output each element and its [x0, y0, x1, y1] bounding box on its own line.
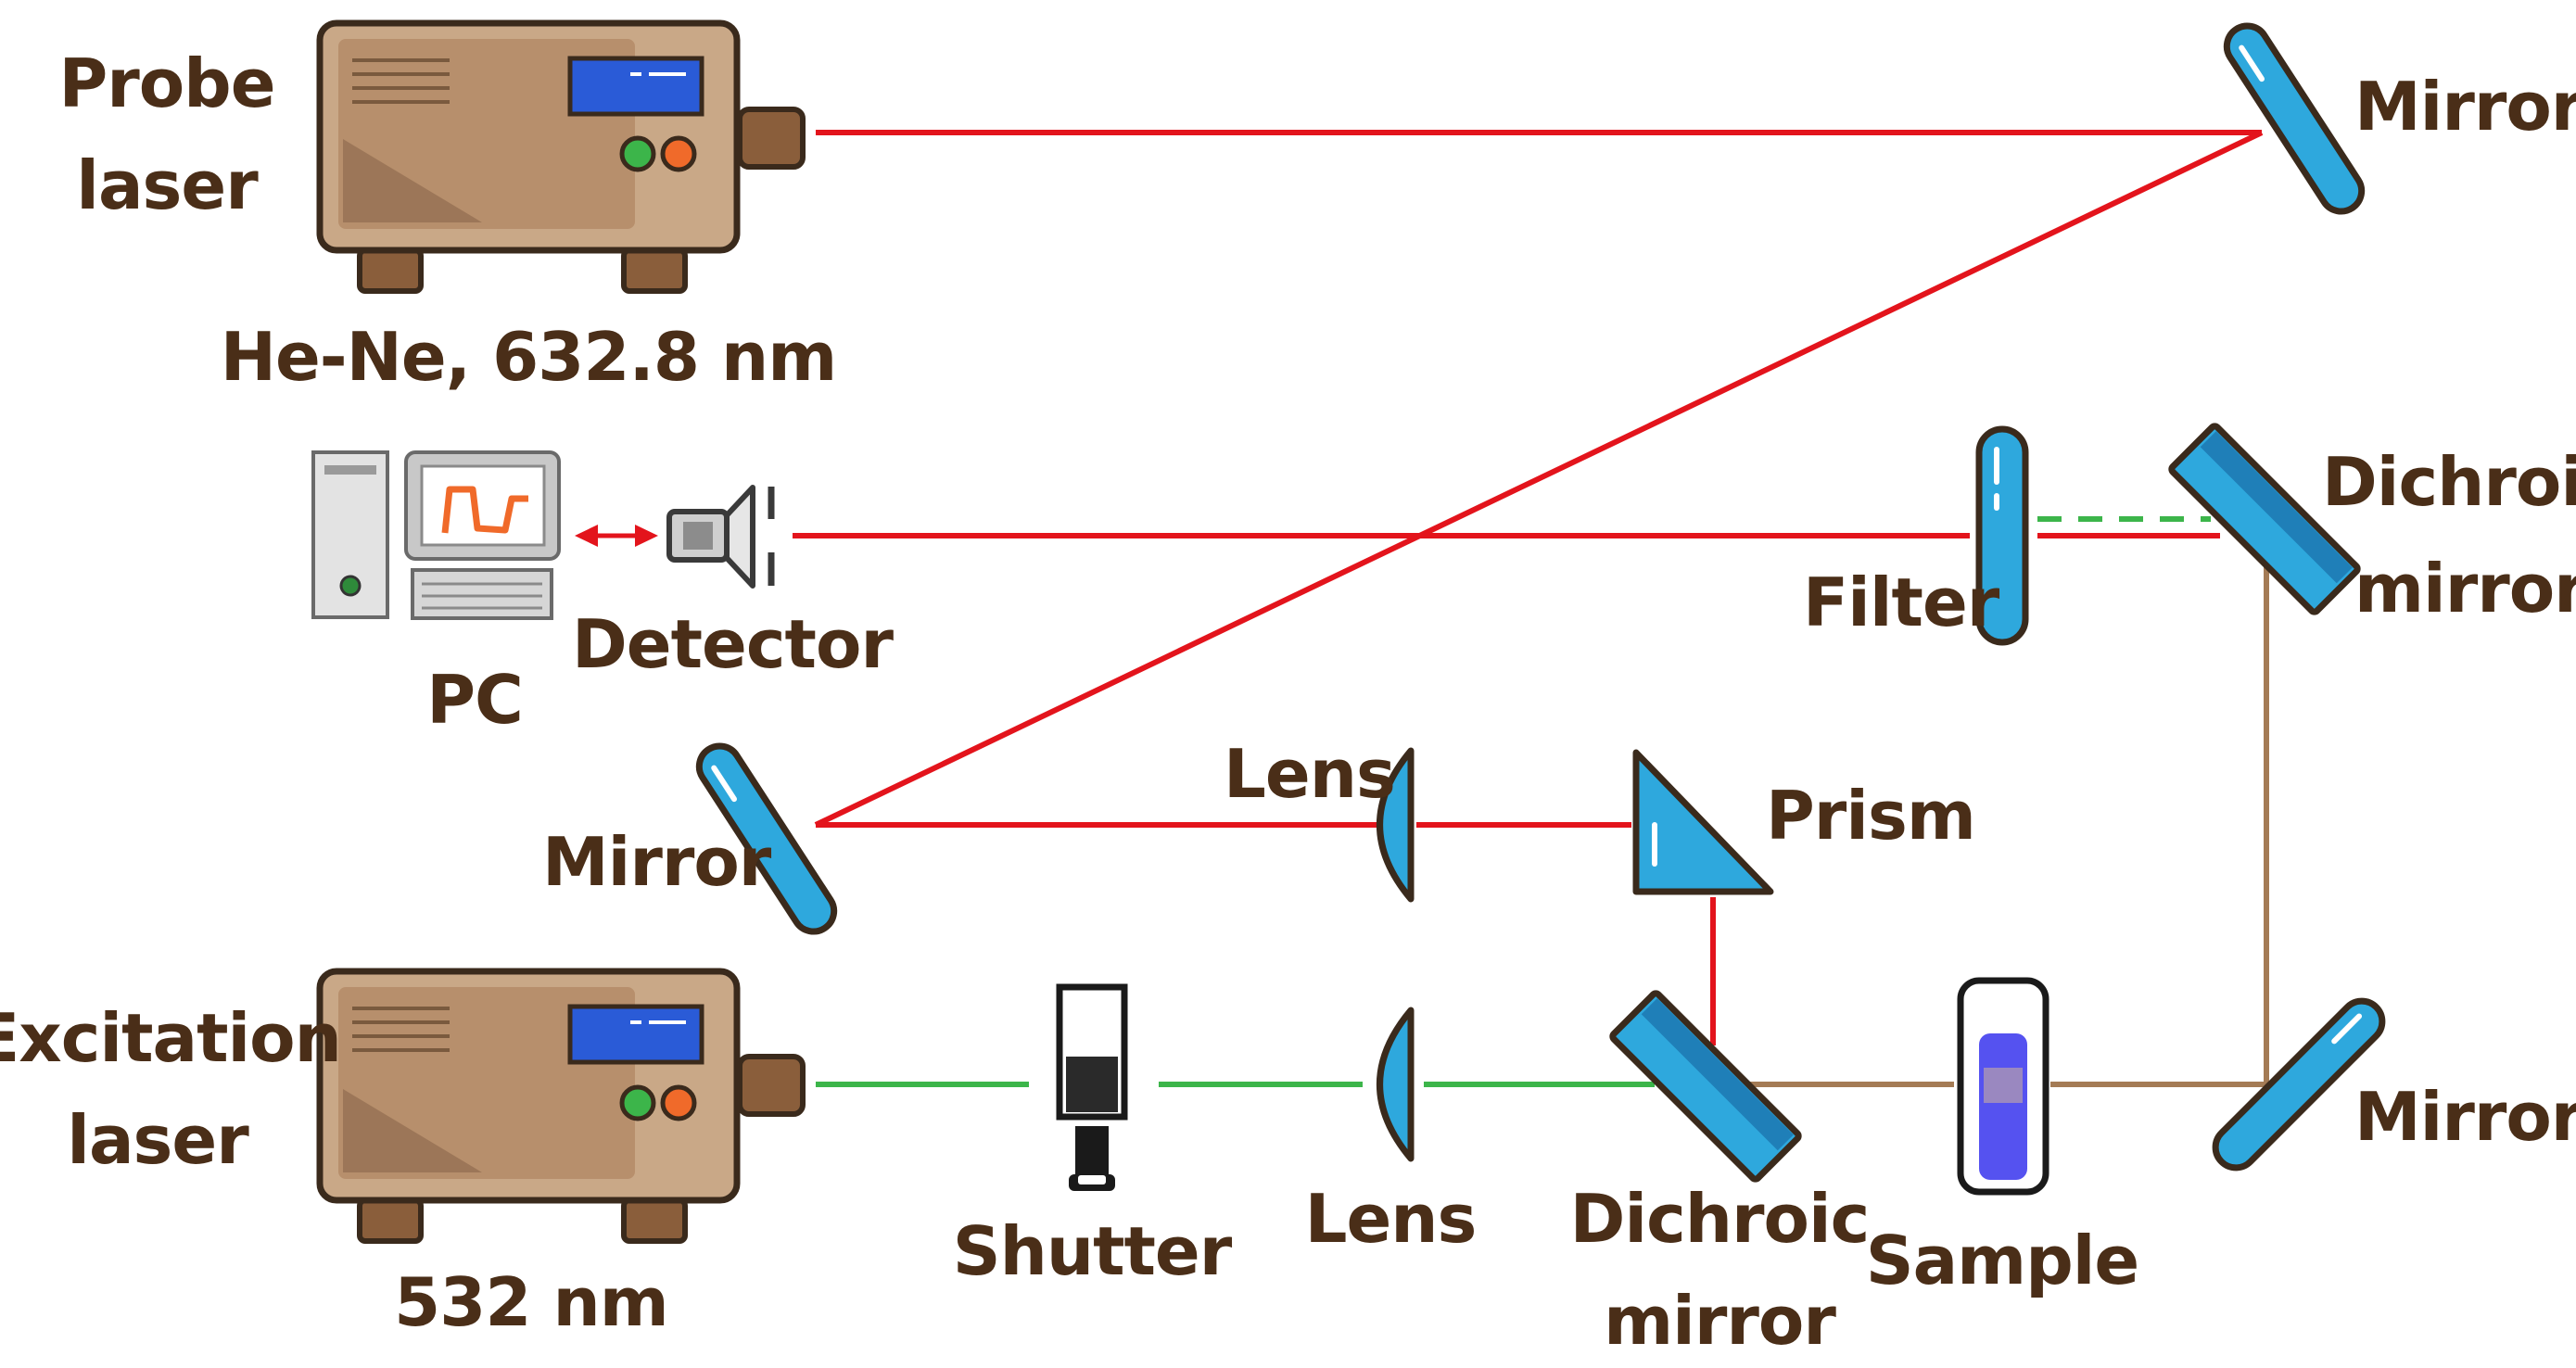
probe-laser-label-line2: laser	[76, 146, 259, 224]
probe-laser-label-line1: Probe	[58, 44, 274, 122]
shutter-label: Shutter	[953, 1212, 1233, 1290]
bottom-right-mirror-label: Mirror	[2354, 1078, 2576, 1156]
left-mirror-label: Mirror	[542, 823, 772, 901]
filter-label: Filter	[1803, 564, 2000, 641]
top-dichroic-label-line1: Dichroic	[2322, 443, 2576, 521]
cuvette-icon	[1957, 977, 2049, 1196]
beam-paths	[575, 130, 2269, 1087]
bottom-dichroic-label-line1: Dichroic	[1570, 1180, 1870, 1258]
arrowhead-left	[575, 525, 598, 547]
top-mirror	[2223, 22, 2366, 215]
arrowhead-right	[635, 525, 658, 547]
sample-label: Sample	[1866, 1222, 2139, 1299]
excitation-laser-label-line2: laser	[67, 1101, 249, 1179]
probe-laser-icon	[316, 19, 806, 294]
probe-laser-spec: He-Ne, 632.8 nm	[221, 318, 837, 396]
top-dichroic-mirror	[2168, 423, 2361, 615]
detector-label: Detector	[572, 605, 894, 683]
top-mirror-label: Mirror	[2354, 68, 2576, 146]
prism	[1632, 749, 1774, 895]
bottom-dichroic-mirror	[1609, 990, 1802, 1183]
bottom-dichroic-label-line2: mirror	[1604, 1282, 1836, 1360]
left-mirror	[695, 742, 838, 935]
pc-label: PC	[426, 661, 523, 739]
excitation-laser-spec: 532 nm	[394, 1263, 668, 1341]
bottom-lens	[1371, 1007, 1415, 1162]
probe-beam-diagonal	[814, 130, 2264, 828]
excitation-laser-icon	[316, 968, 806, 1244]
top-lens-label: Lens	[1224, 735, 1395, 813]
excitation-laser-label-line1: Excitation	[0, 999, 341, 1077]
photodetector-icon	[666, 485, 775, 589]
bottom-right-mirror	[2212, 997, 2386, 1172]
bottom-lens-label: Lens	[1305, 1180, 1477, 1258]
prism-label: Prism	[1766, 777, 1975, 855]
top-dichroic-label-line2: mirror	[2354, 550, 2576, 627]
desktop-computer-icon	[311, 450, 561, 620]
top-lens	[1371, 747, 1415, 903]
filter	[1975, 425, 2029, 646]
labels: Probe laser He-Ne, 632.8 nm Excitation l…	[0, 44, 2576, 1360]
shutter-icon	[1056, 983, 1128, 1191]
